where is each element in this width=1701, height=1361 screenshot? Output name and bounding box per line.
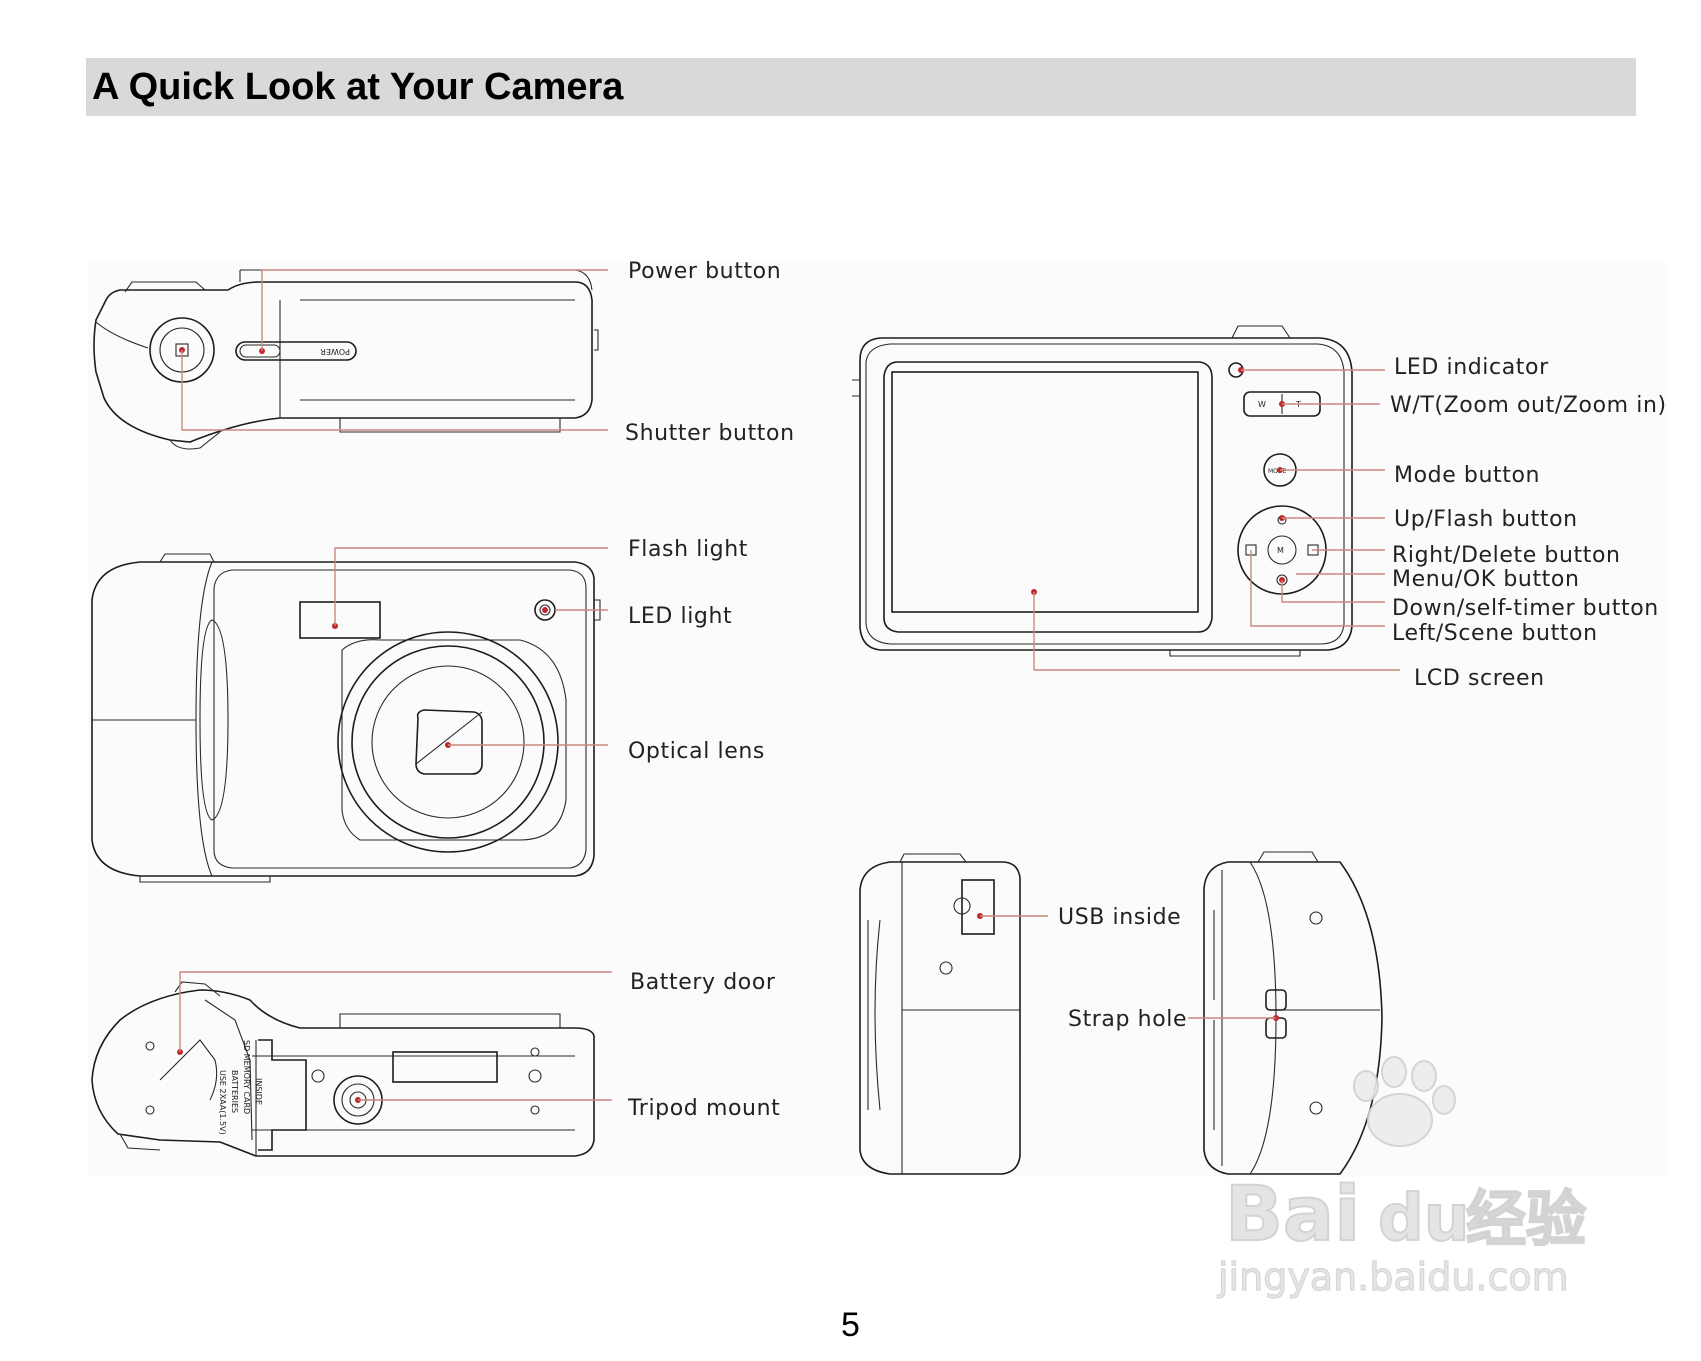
- power-marking: POWER: [320, 347, 350, 356]
- battery-label-3: SD MEMORY CARD: [242, 1040, 251, 1114]
- callout-tripod-mount: Tripod mount: [627, 1096, 780, 1121]
- led-light-marker: [542, 607, 548, 613]
- watermark-chinese: 经验: [1466, 1185, 1586, 1255]
- callout-usb-inside: USB inside: [1058, 905, 1181, 930]
- shutter-button-leader: [181, 350, 608, 431]
- left-scene-leader: [1250, 550, 1385, 627]
- illustration-background: [88, 262, 1668, 1177]
- callout-strap-hole: Strap hole: [1068, 1007, 1187, 1032]
- down-timer-leader: [1281, 580, 1385, 603]
- battery-label-4: INSIDE: [254, 1078, 263, 1105]
- callout-lcd-screen: LCD screen: [1414, 666, 1545, 691]
- callout-up-flash-button: Up/Flash button: [1394, 507, 1578, 532]
- callout-optical-lens: Optical lens: [628, 739, 765, 764]
- paw-icon: [1353, 1056, 1456, 1147]
- callout-shutter-button: Shutter button: [625, 421, 795, 446]
- title-bar: A Quick Look at Your Camera: [86, 58, 1636, 116]
- callout-battery-door: Battery door: [630, 970, 776, 995]
- battery-label-1: USE 2XAA(1.5V): [218, 1070, 227, 1135]
- page-title: A Quick Look at Your Camera: [92, 66, 624, 108]
- camera-left-side-view: [859, 853, 1021, 1175]
- flash-light-leader: [334, 547, 608, 626]
- callout-down-self-timer-button: Down/self-timer button: [1392, 596, 1659, 621]
- callout-left-scene-button: Left/Scene button: [1392, 621, 1598, 646]
- watermark-brand: Bai: [1225, 1169, 1360, 1258]
- baidu-watermark: Bai du 经验 jingyan.baidu.com: [1216, 1056, 1587, 1300]
- callout-right-delete-button: Right/Delete button: [1392, 543, 1621, 568]
- battery-label-2: BATTERIES: [230, 1070, 239, 1113]
- camera-front-view: [91, 553, 601, 883]
- watermark-brand-suffix: du: [1378, 1182, 1469, 1256]
- lcd-screen-leader: [1033, 592, 1400, 671]
- wide-marking: W: [1258, 400, 1266, 409]
- menu-marking: M: [1277, 546, 1284, 555]
- callout-wt-zoom: W/T(Zoom out/Zoom in): [1390, 393, 1667, 418]
- callout-flash-light: Flash light: [628, 537, 748, 562]
- callout-led-light: LED light: [628, 604, 732, 629]
- page-number: 5: [841, 1306, 860, 1344]
- callout-mode-button: Mode button: [1394, 463, 1540, 488]
- mode-marking: MODE: [1268, 468, 1287, 475]
- callout-led-indicator: LED indicator: [1394, 355, 1549, 380]
- power-button-leader: [261, 269, 608, 351]
- callout-menu-ok-button: Menu/OK button: [1392, 567, 1580, 592]
- battery-door-leader: [179, 971, 612, 1052]
- callout-power-button: Power button: [628, 259, 781, 284]
- camera-bottom-view: USE 2XAA(1.5V) BATTERIES SD MEMORY CARD …: [91, 981, 595, 1157]
- watermark-url: jingyan.baidu.com: [1217, 1255, 1569, 1299]
